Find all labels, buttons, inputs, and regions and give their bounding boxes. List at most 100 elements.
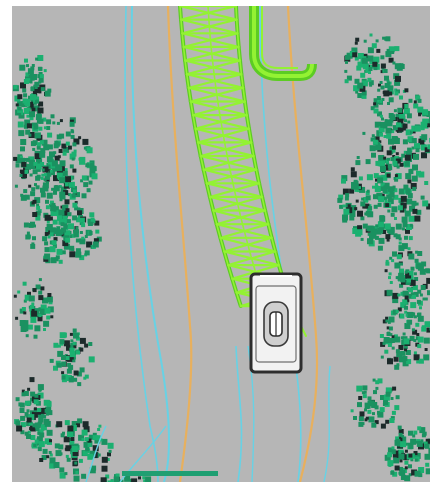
vegetation-cell — [341, 178, 346, 184]
vegetation-cell — [389, 338, 395, 343]
vegetation-cell — [361, 90, 367, 96]
lane-line-cyan — [323, 365, 331, 482]
vegetation-cell — [377, 88, 381, 92]
vegetation-cell — [367, 238, 373, 245]
vegetation-cell — [38, 278, 42, 282]
vegetation-cell — [39, 407, 46, 414]
planned-path-segment — [207, 6, 210, 21]
vegetation-cell — [46, 455, 50, 459]
vegetation-cell — [404, 305, 408, 310]
vegetation-cell — [34, 81, 40, 87]
vegetation-cell — [30, 243, 36, 249]
vegetation-cell — [67, 212, 72, 217]
vegetation-cell — [36, 174, 41, 179]
vegetation-cell — [389, 186, 395, 192]
vegetation-cell — [377, 202, 382, 207]
vegetation-cell — [372, 412, 375, 416]
vegetation-cell — [65, 237, 71, 243]
vegetation-cell — [51, 202, 56, 207]
vegetation-cell — [72, 342, 76, 345]
vegetation-cell — [366, 174, 373, 181]
planned-path-segment — [264, 209, 270, 225]
vegetation-cell — [402, 290, 409, 297]
vegetation-cell — [386, 150, 392, 156]
vegetation-cell — [72, 168, 77, 173]
vegetation-cell — [386, 48, 390, 52]
vegetation-cell — [69, 439, 75, 445]
vegetation-cell — [388, 272, 392, 276]
vegetation-cell — [53, 208, 57, 212]
vegetation-cell — [69, 351, 76, 358]
vegetation-cell — [83, 376, 87, 380]
vegetation-cell — [34, 197, 41, 204]
vegetation-cell — [26, 409, 30, 413]
vegetation-cell — [346, 75, 352, 81]
vegetation-cell — [38, 411, 45, 418]
vegetation-cell — [416, 333, 420, 336]
planned-path-segment — [274, 250, 280, 266]
vegetation-cell — [62, 170, 68, 176]
vegetation-cell — [427, 144, 430, 150]
vegetation-cell — [38, 388, 42, 392]
vegetation-cell — [388, 138, 394, 145]
vegetation-cell — [49, 453, 53, 457]
vegetation-cell — [398, 272, 405, 279]
vegetation-cell — [88, 356, 95, 363]
vegetation-cell — [396, 438, 401, 443]
vegetation-cell — [387, 452, 393, 458]
planned-path-segment — [238, 209, 244, 225]
vegetation-cell — [106, 458, 110, 461]
vegetation-cell — [30, 191, 36, 197]
vegetation-cell — [394, 46, 400, 52]
vegetation-cell — [405, 151, 412, 157]
bev-viewport[interactable] — [12, 6, 430, 482]
vegetation-cell — [76, 371, 82, 377]
vegetation-cell — [397, 293, 401, 297]
vegetation-cell — [15, 316, 19, 320]
vegetation-cell — [66, 356, 70, 360]
planned-path-segment — [252, 155, 258, 171]
vegetation-cell — [355, 199, 359, 203]
vegetation-cell — [22, 320, 29, 327]
vegetation-cell — [399, 127, 404, 132]
vegetation-cell — [92, 435, 98, 441]
vegetation-cell — [369, 145, 376, 152]
vegetation-cell — [88, 231, 93, 235]
vegetation-cell — [30, 164, 36, 169]
vegetation-cell — [52, 244, 57, 249]
bev-scene — [12, 6, 430, 482]
planned-path-segment — [199, 155, 205, 171]
vegetation-cell — [403, 108, 410, 115]
vegetation-cell — [386, 289, 393, 296]
vegetation-cell — [25, 101, 31, 107]
vegetation-right — [337, 33, 430, 482]
vegetation-cell — [399, 112, 406, 119]
vegetation-cell — [383, 394, 390, 401]
planned-path-segment — [261, 196, 266, 212]
vegetation-cell — [41, 455, 47, 460]
planned-path-segment — [239, 59, 243, 75]
vegetation-cell — [20, 139, 27, 145]
vegetation-cell — [404, 210, 411, 217]
vegetation-cell — [413, 272, 417, 276]
vegetation-cell — [395, 152, 399, 156]
vegetation-cell — [55, 450, 62, 457]
vegetation-cell — [384, 349, 389, 354]
vegetation-cell — [375, 136, 380, 141]
vegetation-cell — [39, 140, 44, 145]
vegetation-cell — [28, 295, 35, 302]
vegetation-cell — [403, 336, 407, 340]
vegetation-cell — [52, 219, 58, 225]
vegetation-cell — [39, 151, 46, 158]
vegetation-cell — [89, 467, 96, 474]
vegetation-cell — [377, 227, 384, 234]
vegetation-cell — [30, 316, 37, 323]
vegetation-cell — [414, 125, 421, 132]
vegetation-cell — [378, 155, 382, 159]
vegetation-cell — [97, 428, 101, 431]
vegetation-cell — [35, 215, 41, 221]
vegetation-cell — [375, 386, 379, 390]
vegetation-cell — [426, 268, 430, 274]
vegetation-cell — [23, 299, 27, 303]
vegetation-cell — [89, 212, 95, 218]
